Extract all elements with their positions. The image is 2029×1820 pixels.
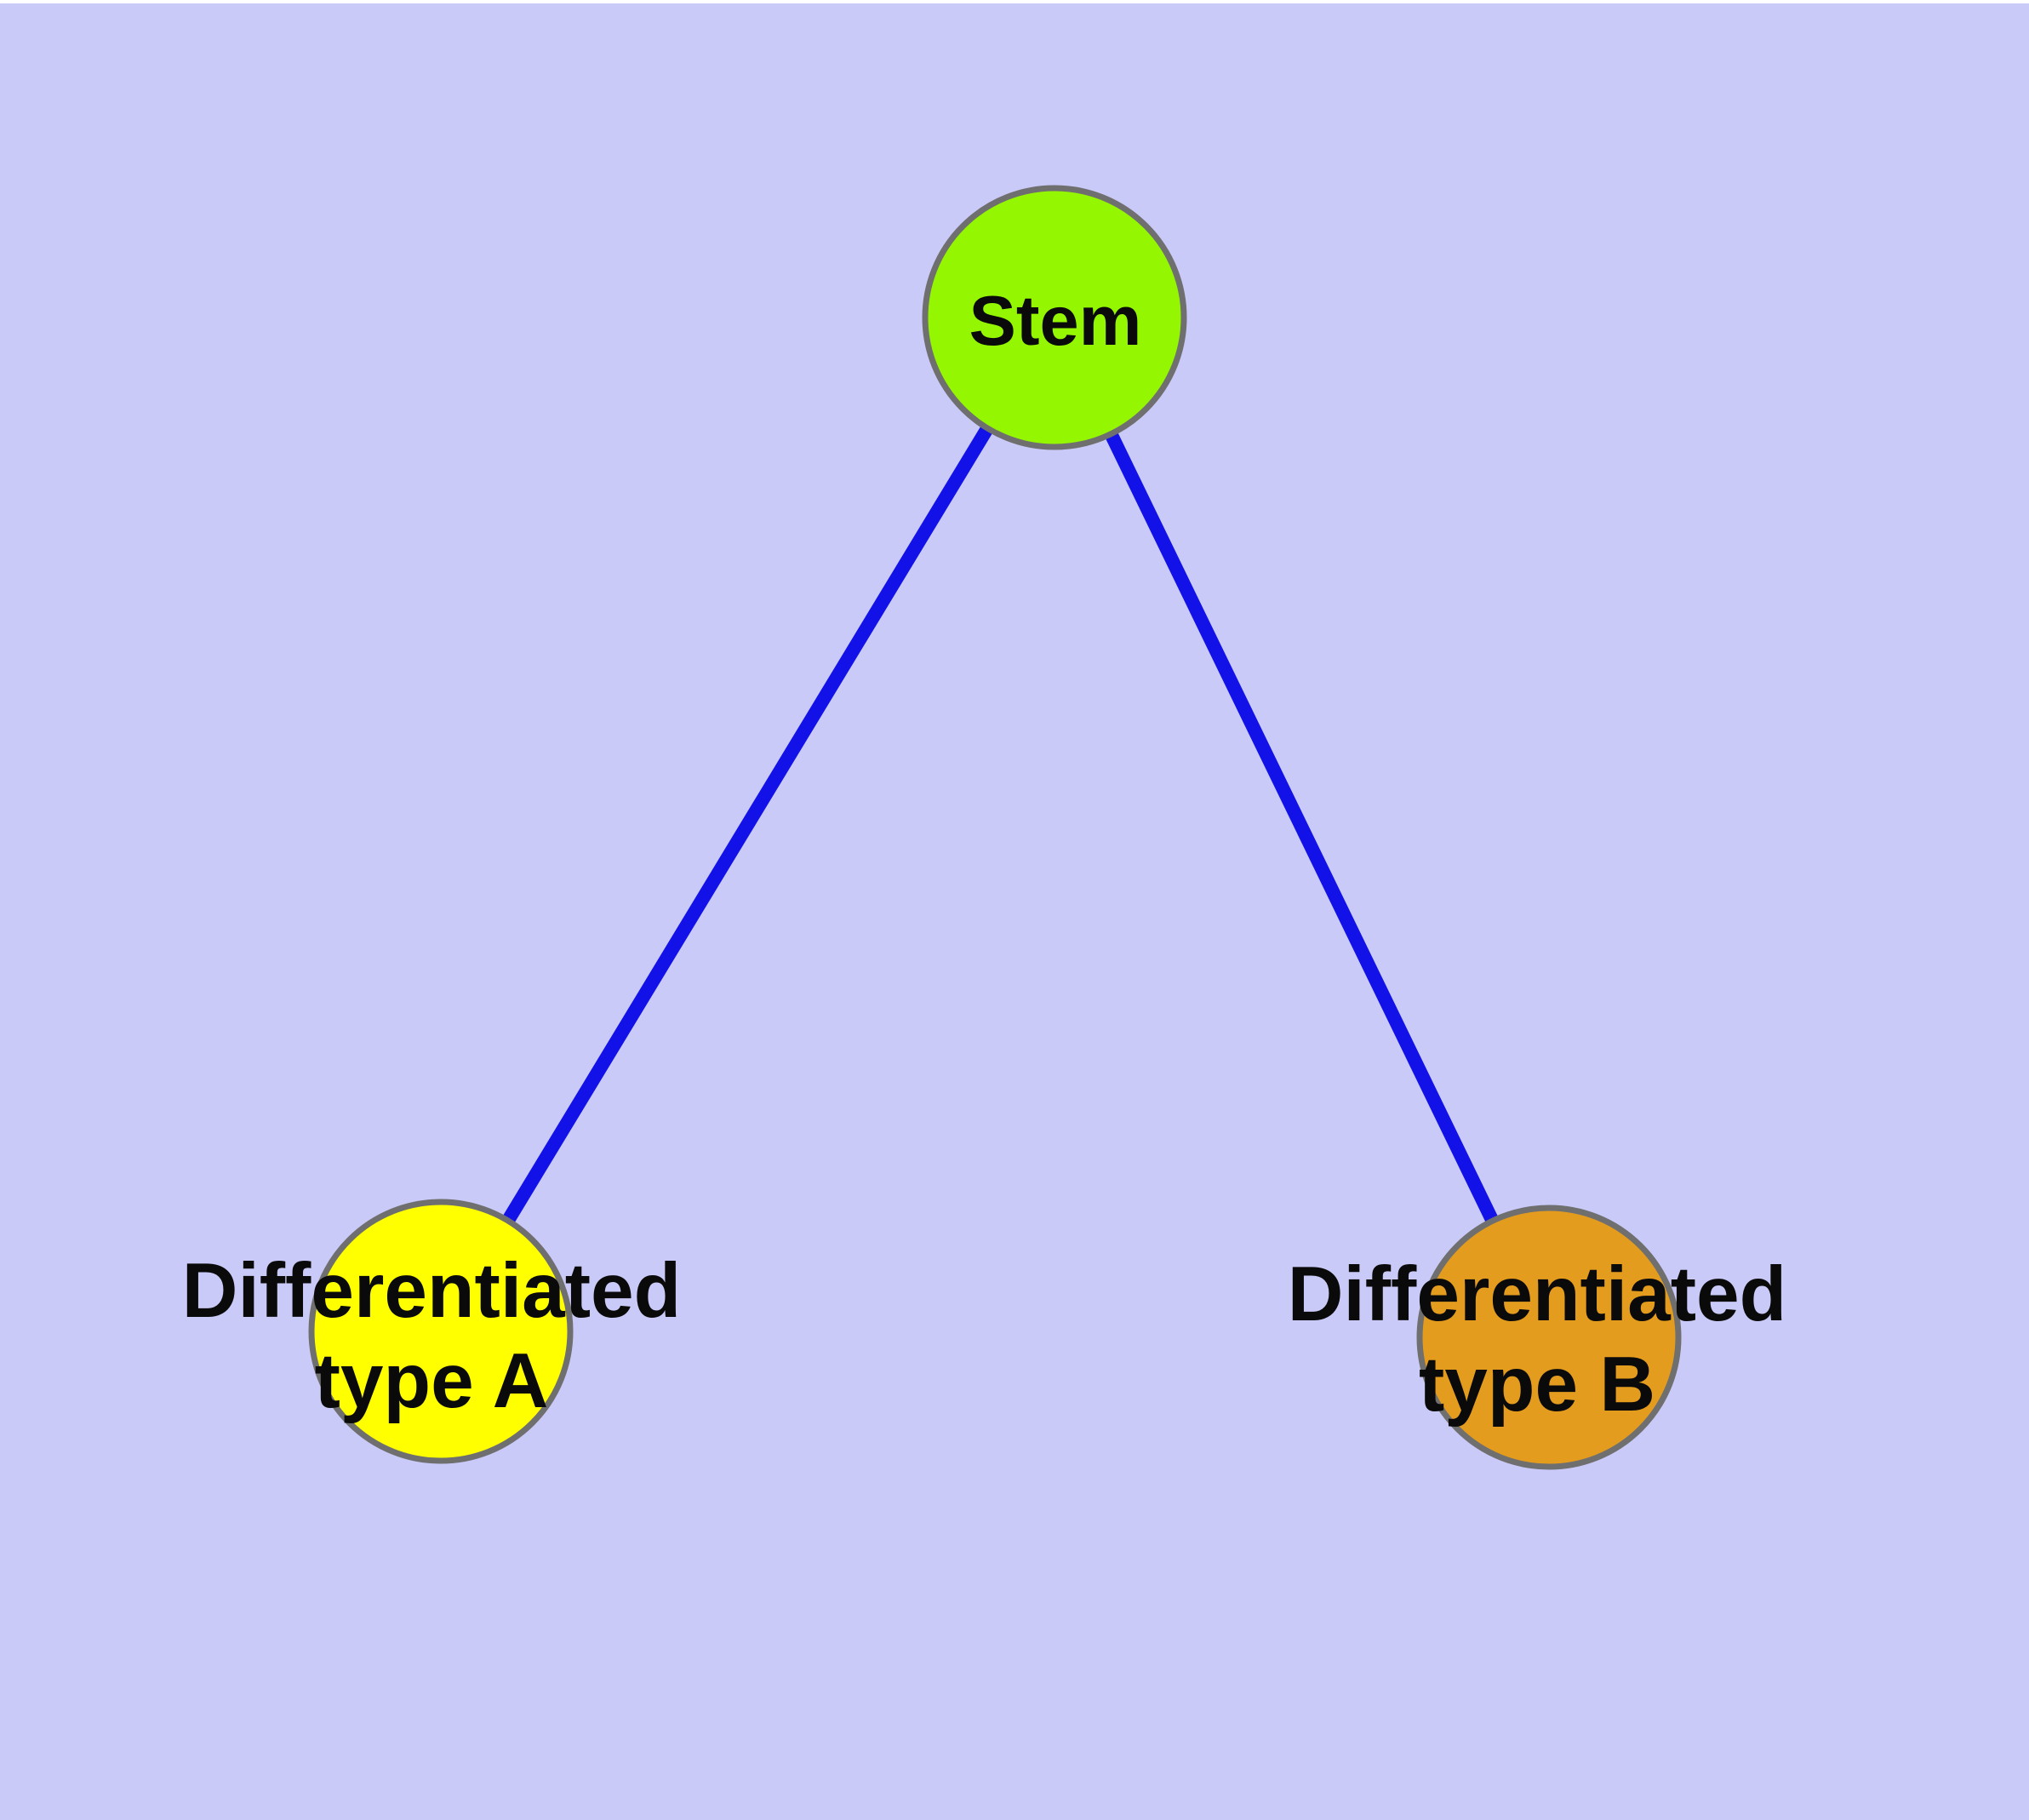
node-type-a-label-line2: type A [315,1338,549,1424]
node-type-a-label-line1: Differentiated [182,1248,682,1334]
edge-stem-to-type-b [1048,314,1556,1341]
node-type-b-circle [1416,1205,1682,1470]
edge-stem-to-type-a [435,313,1060,1336]
node-type-a-circle [308,1199,574,1464]
node-type-b: Differentiated type B [1288,1205,1787,1470]
node-type-b-label-line2: type B [1419,1342,1655,1428]
node-stem: Stem [922,185,1187,450]
node-stem-circle [922,185,1187,450]
edges-layer [435,313,1556,1341]
node-type-a: Differentiated type A [182,1199,682,1464]
node-stem-label: Stem [969,281,1142,360]
node-type-b-label-line1: Differentiated [1288,1251,1787,1337]
